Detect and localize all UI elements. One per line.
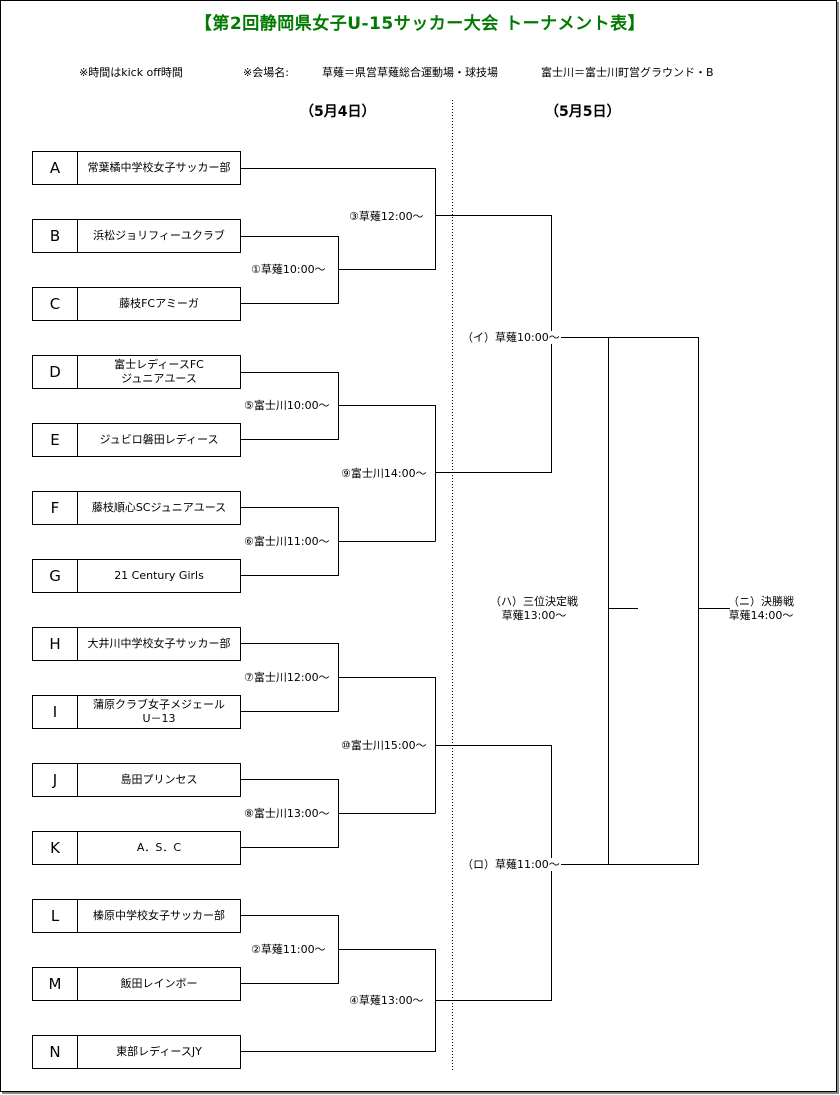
team-seed: N — [33, 1036, 78, 1068]
team-row: L 榛原中学校女子サッカー部 — [32, 899, 241, 933]
team-seed: G — [33, 560, 78, 592]
team-row: F 藤枝順心SCジュニアユース — [32, 491, 241, 525]
team-name: A．S．C — [136, 841, 182, 854]
bracket-semi-i — [435, 215, 552, 473]
match-label-10: ⑩富士川15:00～ — [340, 739, 428, 752]
team-seed: F — [33, 492, 78, 524]
team-name: ジュビロ磐田レディース — [99, 433, 219, 446]
team-name: 富士レディースFC ジュニアユース — [114, 358, 204, 385]
team-row: H 大井川中学校女子サッカー部 — [32, 627, 241, 661]
team-row: J 島田プリンセス — [32, 763, 241, 797]
team-seed: I — [33, 696, 78, 728]
bracket-m5-out — [338, 405, 436, 542]
bracket-final — [551, 337, 699, 865]
page-title: 【第2回静岡県女子U-15サッカー大会 トーナメント表】 — [194, 14, 646, 34]
team-name: 浜松ジョリフィーユクラブ — [93, 229, 225, 242]
team-name: 島田プリンセス — [120, 773, 198, 786]
team-seed: J — [33, 764, 78, 796]
team-name: 21 Century Girls — [114, 569, 204, 582]
team-name: 常葉橘中学校女子サッカー部 — [87, 161, 231, 174]
team-row: K A．S．C — [32, 831, 241, 865]
team-seed: A — [33, 152, 78, 184]
team-seed: H — [33, 628, 78, 660]
team-row: D 富士レディースFC ジュニアユース — [32, 355, 241, 389]
kickoff-note: ※時間はkick off時間 — [79, 66, 183, 79]
team-name: 榛原中学校女子サッカー部 — [93, 909, 225, 922]
final-label: （ニ）決勝戦 草薙14:00～ — [728, 595, 794, 622]
match-label-8: ⑧富士川13:00～ — [243, 807, 331, 820]
team-row: M 飯田レインボー — [32, 967, 241, 1001]
semifinal-i-label: （イ）草薙10:00～ — [461, 331, 561, 344]
match-label-3: ③草薙12:00～ — [348, 210, 425, 223]
semifinal-ro-label: （ロ）草薙11:00～ — [461, 858, 561, 871]
team-row: I 蒲原クラブ女子メジェール U－13 — [32, 695, 241, 729]
team-row: C 藤枝FCアミーガ — [32, 287, 241, 321]
match-label-9: ⑨富士川14:00～ — [340, 467, 428, 480]
match-label-5: ⑤富士川10:00～ — [243, 399, 331, 412]
team-seed: E — [33, 424, 78, 456]
day1-header: （5月4日） — [300, 104, 376, 120]
team-row: B 浜松ジョリフィーユクラブ — [32, 219, 241, 253]
team-name: 藤枝順心SCジュニアユース — [91, 501, 227, 514]
team-seed: D — [33, 356, 78, 388]
venue-fujikawa: 富士川＝富士川町営グラウンド・B — [541, 66, 714, 79]
team-name: 飯田レインボー — [120, 977, 198, 990]
match-label-2: ②草薙11:00～ — [250, 943, 327, 956]
match-label-1: ①草薙10:00～ — [250, 263, 327, 276]
team-seed: M — [33, 968, 78, 1000]
venue-kusanagi: 草薙＝県営草薙総合運動場・球技場 — [322, 66, 498, 79]
team-seed: K — [33, 832, 78, 864]
team-row: E ジュビロ磐田レディース — [32, 423, 241, 457]
team-seed: B — [33, 220, 78, 252]
team-name: 大井川中学校女子サッカー部 — [87, 637, 231, 650]
venue-label: ※会場名: — [243, 66, 289, 79]
bracket-m7-out — [338, 677, 436, 814]
third-place-label: （ハ）三位決定戦 草薙13:00～ — [490, 595, 578, 622]
match-label-7: ⑦富士川12:00～ — [243, 671, 331, 684]
team-row: N 東部レディースJY — [32, 1035, 241, 1069]
team-seed: L — [33, 900, 78, 932]
team-name: 東部レディースJY — [116, 1045, 202, 1058]
team-row: G 21 Century Girls — [32, 559, 241, 593]
team-name: 蒲原クラブ女子メジェール U－13 — [93, 698, 225, 725]
match-label-6: ⑥富士川11:00～ — [243, 535, 331, 548]
team-row: A 常葉橘中学校女子サッカー部 — [32, 151, 241, 185]
team-name: 藤枝FCアミーガ — [119, 297, 199, 310]
day2-header: （5月5日） — [545, 104, 621, 120]
bracket-a-m1 — [241, 168, 436, 270]
bracket-semi-ro — [435, 745, 552, 1001]
match-label-4: ④草薙13:00～ — [348, 994, 425, 1007]
team-seed: C — [33, 288, 78, 320]
